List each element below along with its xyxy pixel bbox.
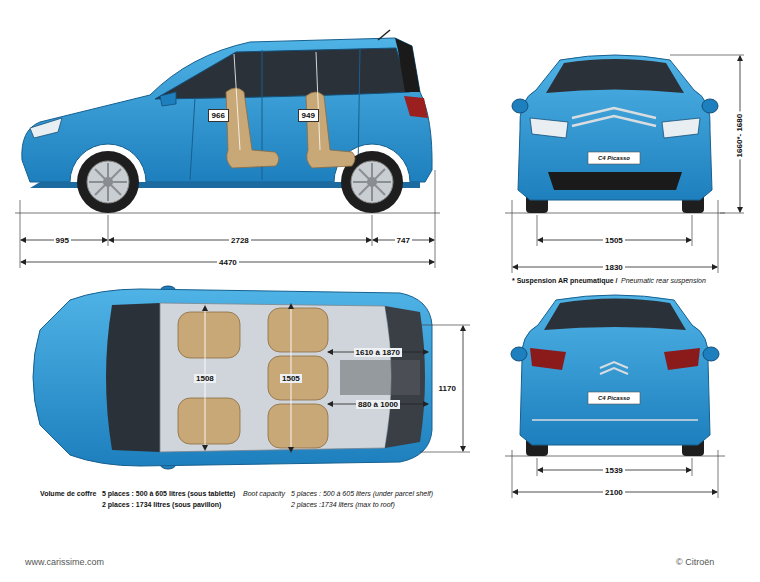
boot-capacity-title: Boot capacity [243,490,285,498]
dimension-value: 1660*- 1680 [735,111,744,159]
side-view [15,30,440,268]
dimension-value: 2728 [229,236,251,245]
dimension-value: 1610 à 1870 [354,348,403,357]
seat-headroom: 966 [208,109,229,122]
dimension-value: 880 à 1000 [356,400,400,409]
dimension-value: 1830 [603,263,625,272]
footnote: Pneumatic rear suspension [621,277,706,285]
dimension-value: 1539 [603,466,625,475]
dimension-value: 1505 [603,236,625,245]
boot-capacity-value: 2 places :1734 liters (max to roof) [291,501,395,509]
dimension-value: 747 [395,236,412,245]
watermark: www.carissime.com [25,557,104,567]
seat-headroom: 949 [298,109,319,122]
boot-capacity-value: 2 places : 1734 litres (sous pavillon) [102,501,221,509]
front-view [505,55,744,273]
boot-capacity-value: 5 places : 500 à 605 litres (sous tablet… [102,490,235,498]
boot-capacity-value: 5 places : 500 à 605 liters (under parce… [291,490,433,498]
badge-text: C4 Picasso [598,395,630,402]
dimension-value: 4470 [217,258,239,267]
dimension-value: 1508 [194,374,216,383]
dimension-value: 2100 [603,488,625,497]
copyright: © Citroën [676,557,714,567]
dimension-value: 1170 [437,384,458,393]
top-view [33,286,470,469]
boot-capacity-title: Volume de coffre [40,490,96,498]
footnote: * Suspension AR pneumatique / [512,277,618,285]
rear-view [505,295,725,498]
badge-text: C4 Picasso [598,155,630,162]
dimension-value: 995 [54,236,71,245]
dimension-value: 1505 [280,374,302,383]
